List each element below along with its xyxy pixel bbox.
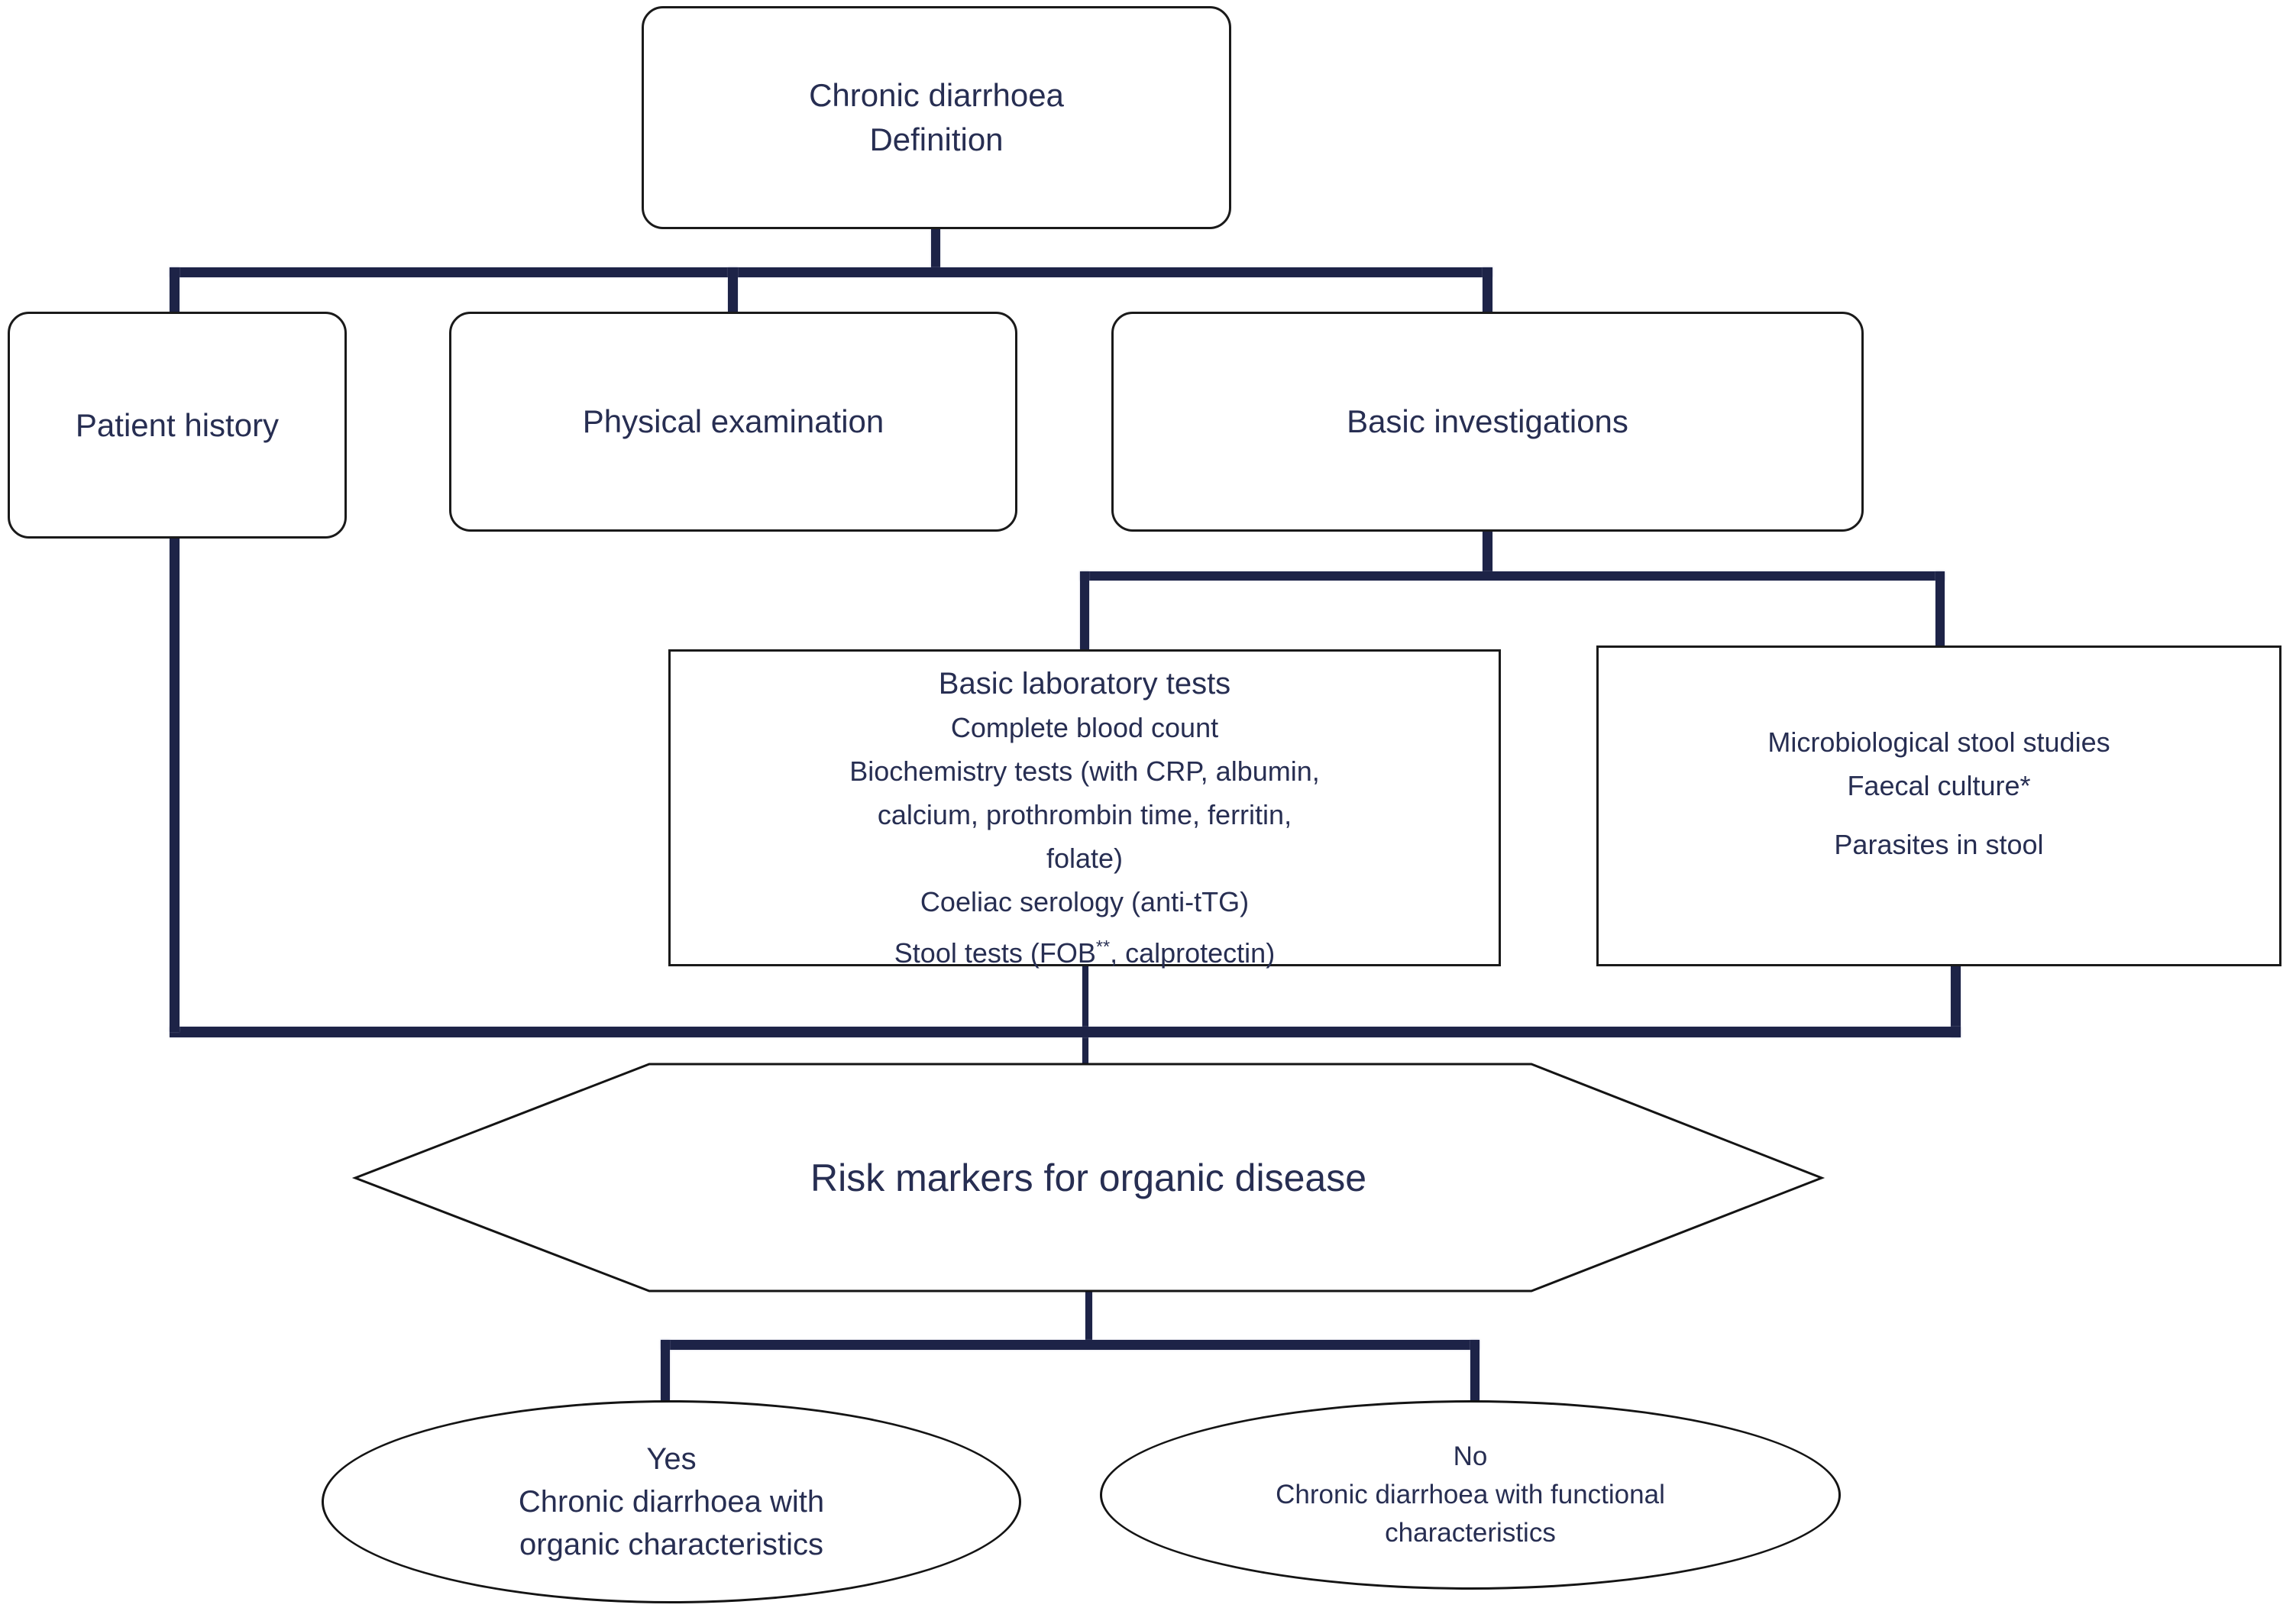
connector-definition-down [931,228,940,272]
micro-line: Microbiological stool studies [1767,726,2110,758]
outcome-line: characteristics [1385,1518,1556,1548]
lab-line: folate) [1046,843,1124,874]
connector-merge-bar [170,1027,1961,1037]
micro-line: Parasites in stool [1834,829,2044,860]
lab-line: Complete blood count [950,712,1219,743]
connector-drop-lab [1080,571,1089,651]
connector-top-split-bar [170,267,1492,277]
node-outcome-no: No Chronic diarrhoea with functional cha… [1100,1400,1841,1590]
outcome-line: organic characteristics [519,1528,823,1561]
decision-risk-markers: Risk markers for organic disease [348,1056,1829,1299]
node-basic-laboratory-tests: Basic laboratory tests Complete blood co… [668,649,1501,969]
lab-line: Coeliac serology (anti-tTG) [920,886,1250,917]
node-physical-examination: Physical examination [449,312,1017,532]
connector-outcome-split-bar [661,1340,1479,1350]
outcome-line: No [1453,1441,1488,1471]
lab-title: Basic laboratory tests [938,667,1231,700]
connector-micro-down [1951,964,1961,1037]
superscript-asterisks: ** [1095,937,1111,956]
outcome-line: Chronic diarrhoea with [518,1485,825,1519]
connector-drop-micro [1935,571,1945,647]
node-label: Basic investigations [1347,403,1628,439]
lab-line: Biochemistry tests (with CRP, albumin, [849,755,1320,787]
connector-risk-down [1085,1289,1092,1346]
connector-lab-down [1082,964,1088,1066]
connector-drop-no [1470,1340,1479,1403]
connector-drop-investigations [1483,267,1492,313]
node-label: Patient history [75,406,280,443]
hexagon-shape [351,1063,1825,1293]
outcome-line: Yes [646,1442,697,1476]
micro-line: Faecal culture* [1847,770,2031,801]
outcome-line: Chronic diarrhoea with functional [1276,1480,1665,1509]
node-basic-investigations: Basic investigations [1111,312,1864,532]
connector-investigations-split-bar [1080,571,1945,581]
node-chronic-diarrhoea-definition: Chronic diarrhoea Definition [642,6,1231,229]
node-patient-history: Patient history [8,312,347,539]
connector-investigations-down [1483,530,1492,576]
lab-line: calcium, prothrombin time, ferritin, [877,799,1292,830]
node-label-line: Chronic diarrhoea [809,77,1064,113]
node-outcome-yes: Yes Chronic diarrhoea with organic chara… [322,1400,1021,1603]
node-label: Physical examination [582,403,884,439]
decision-label: Risk markers for organic disease [810,1156,1367,1199]
connector-drop-yes [661,1340,670,1403]
connector-patient-down [170,537,179,1032]
node-label-line: Definition [869,121,1004,157]
node-microbiological-stool-studies: Microbiological stool studies Faecal cul… [1596,645,2281,966]
connector-drop-patient [170,267,179,313]
connector-drop-physical [728,267,738,313]
lab-line-stool-tests: Stool tests (FOB**, calprotectin) [894,937,1276,969]
